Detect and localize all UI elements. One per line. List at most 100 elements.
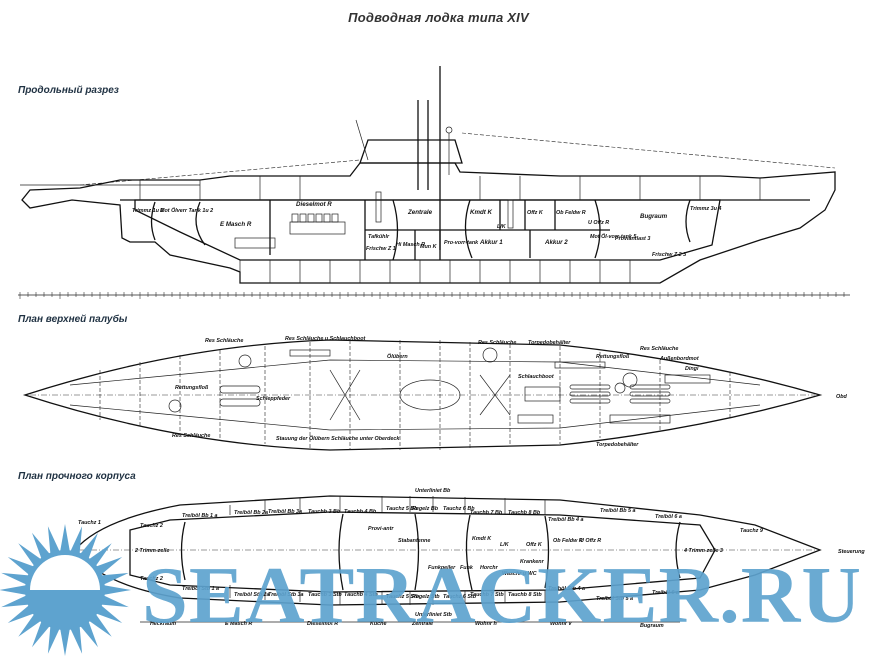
label-treiboel-bb3a: Treiböl Bb 3a (268, 509, 302, 515)
label-mot-oel: Mot Ölverr Tank 1u 2 (160, 207, 213, 214)
label-tauchb-3stb: Tauchb 3 Stb (308, 592, 342, 598)
label-ob-feldw: Ob Feldw R (556, 210, 586, 216)
sun-ray (32, 620, 51, 648)
label-kuche: Küche (370, 621, 386, 627)
section-heading-longitudinal: Продольный разрез (18, 85, 119, 96)
label-treiboel-bb4a: Treiböl Bb 4 a (548, 517, 584, 523)
section-heading-upper-deck: План верхней палубы (18, 314, 128, 325)
label-lik: L/K (500, 542, 510, 548)
label-tauchz-6bb: Tauchz 6 Bb (443, 506, 475, 512)
sun-ray (88, 543, 112, 567)
sun-ray (60, 524, 70, 553)
label-tauchb-8stb: Tauchb 8 Stb (508, 592, 542, 598)
label-e-masch: E Masch R (220, 221, 252, 228)
label-torpedo-1: Torpedobehälter (528, 340, 571, 346)
label-treiboel-bb5a: Treiböl Bb 5 a (600, 508, 636, 514)
sun-ray (0, 585, 28, 595)
sun-half-disc (30, 555, 100, 590)
label-krankenr: Krankenr (520, 559, 545, 565)
label-dieselmot: Dieselmot R (296, 201, 332, 208)
label-unterliniet-stb: Unterliniet Stb (415, 612, 453, 618)
label-treiboel-6a-top: Treiböl 6 a (655, 514, 682, 520)
label-tauchb-3bb: Tauchb 3 Bb (308, 509, 341, 515)
sun-ray (100, 595, 129, 608)
label-regelz-stb: Regelz Stb (412, 594, 440, 600)
outer-hull (21, 162, 836, 284)
label-dieselmot: Dieselmot R (307, 621, 338, 627)
label-offz-k: Offz K (526, 542, 543, 548)
label-tauchb-8bb: Tauchb 8 Bb (508, 510, 541, 516)
upper-deck-plan: Res Schläuche Res Schläuche u Schlauchbo… (22, 336, 847, 451)
label-res-schlauche-boot: Res Schläuche u Schlauchboot (285, 336, 365, 342)
sun-ray (70, 625, 83, 654)
label-treiboel-bb2a: Treiböl Bb 2a (234, 510, 268, 516)
label-tauchb-4stb: Tauchb 4 Stb (344, 592, 378, 598)
sun-ray (7, 557, 35, 576)
label-tauchz-9: Tauchz 9 (740, 528, 763, 534)
sun-ray (95, 557, 123, 576)
label-ob-feldw: Ob Feldw R (553, 538, 583, 544)
sun-ray (79, 532, 98, 560)
label-stauung: Stauung der Ölübern Schläuche unter Ober… (276, 435, 400, 442)
sun-ray (18, 543, 42, 567)
label-res-schlauche-3: Res Schläuche (640, 346, 678, 352)
label-funk: Funk (460, 565, 474, 571)
label-horchr: Horchr (480, 565, 499, 571)
antenna-loop (445, 126, 453, 134)
label-treiboel-stb4a: Treiböl Stb 4 a (548, 586, 585, 592)
sun-ray (60, 627, 70, 656)
label-tauchz-1: Tauchz 1 (78, 520, 101, 526)
sun-ray (47, 526, 60, 555)
sun-ray (70, 526, 83, 555)
label-zentrale: Zentrale (407, 209, 433, 216)
label-tauchz-2-top: Tauchz 2 (140, 523, 163, 529)
page-title: Подводная лодка типа XIV (348, 10, 529, 25)
label-frischw-z23: Frischw Z 2 3 (652, 252, 686, 258)
ladder-fwd (507, 199, 514, 229)
sun-ray (88, 613, 112, 637)
label-treiboel-6a-bot: Treiböl 6 a (652, 590, 679, 596)
sun-ray (18, 613, 42, 637)
schlauchboot-box (289, 349, 331, 357)
sun-ray (100, 572, 129, 585)
label-hi-masch: Hi Masch R (396, 242, 425, 248)
bulkheads (150, 199, 691, 261)
upper-deck-outline (22, 339, 823, 451)
section-heading-pressure-hull: План прочного корпуса (18, 471, 136, 482)
sun-ray (79, 620, 98, 648)
label-aussenbordmot: Außenbordmot (659, 356, 699, 362)
dingi (664, 374, 711, 384)
label-schleppfeder: Schleppfeder (256, 396, 291, 402)
electric-motor (234, 237, 276, 249)
label-kmdt-k: Kmdt K (472, 536, 492, 542)
diesel-engine (289, 221, 346, 235)
label-tauchb-7bb: Tauchb 7 Bb (470, 510, 503, 516)
tank-divisions-stb (229, 585, 546, 605)
label-lik: L/K (497, 224, 507, 230)
label-tauchz-5stb: Tauchz 5 Stb (386, 594, 420, 600)
label-wohnr-v: Wohnr v (550, 621, 572, 627)
label-treiboel-stb3a: Treiböl Stb 3a (268, 592, 304, 598)
label-tauchb-4bb: Tauchb 4 Bb (344, 509, 377, 515)
label-torpedo-2: Torpedobehälter (596, 442, 639, 448)
tank-divisions-bb (229, 496, 546, 515)
label-tauchz-5bb: Tauchz 5 Bb (386, 506, 418, 512)
scale-ruler-ticks (19, 292, 845, 299)
watermark: SEATRACKER.RU (0, 524, 862, 656)
label-funkpeiler: Funkpeiler (428, 565, 456, 571)
label-akkur-1: Akkur 1 (479, 239, 503, 246)
label-schlauchboot: Schlauchboot (518, 374, 554, 380)
label-rettungsfloss-1: Rettungsfloß (596, 354, 630, 360)
watermark-text: SEATRACKER.RU (142, 552, 862, 640)
label-trimmzelle-2: 2 Trimm-zelle (134, 548, 169, 554)
label-pro-vorr: Pro-vorr-tank (444, 240, 479, 246)
label-trimmzelle-4: 4 Trimm-zelle 3 (683, 548, 723, 554)
label-waschr: Waschr u WC (502, 571, 537, 577)
label-res-schlauche-4: Res Schläuche (172, 433, 210, 439)
label-obd: Obd (836, 394, 847, 400)
label-u-offz: U Offz R (588, 220, 609, 226)
label-tauchz-6stb: Tauchz 6 Stb (443, 594, 477, 600)
sun-ray (32, 532, 51, 560)
label-dingi: Dingi (685, 366, 699, 372)
